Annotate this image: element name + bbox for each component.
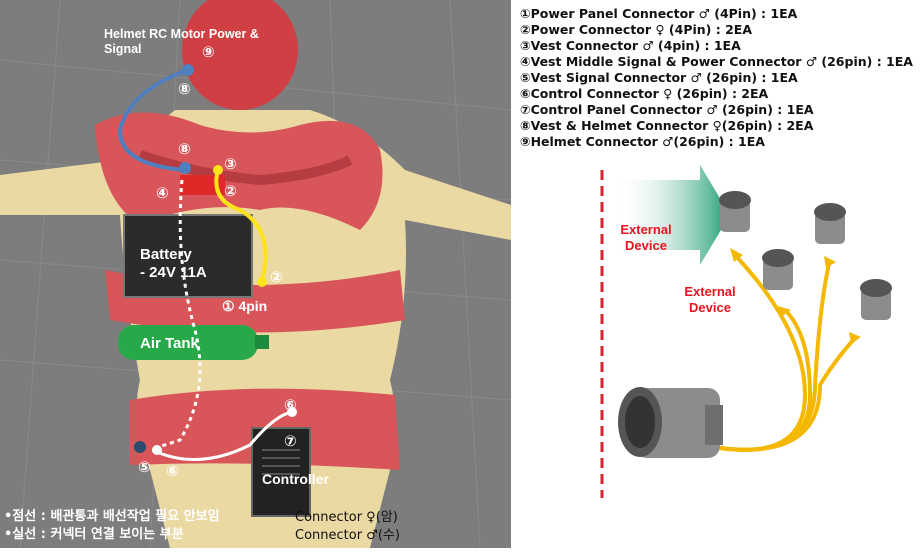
marker-3: ③ (224, 155, 237, 173)
legend-item-4: ④Vest Middle Signal & Power Connector ♂ … (520, 54, 913, 69)
pin-label: ① 4pin (222, 298, 268, 314)
note-dotted: •점선 : 배관통과 배선작업 필요 안보임 (4, 509, 220, 524)
external-device-svg (600, 165, 892, 498)
cable-bundle (719, 253, 857, 452)
controller-box (251, 427, 311, 517)
legend-item-8: ⑧Vest & Helmet Connector ♀(26pin) : 2EA (520, 118, 814, 133)
external-device-label-2: External Device (684, 284, 736, 315)
legend-item-6: ⑥Control Connector ♀ (26pin) : 2EA (520, 86, 769, 101)
connector-6-dot (152, 445, 162, 455)
connector-2-dot (257, 277, 267, 287)
marker-8b: ⑧ (178, 140, 191, 158)
controller-label: Controller (262, 471, 329, 487)
marker-9: ⑨ (202, 43, 215, 61)
marker-6b: ⑥ (166, 462, 179, 480)
white-cable (156, 410, 293, 462)
vest-illustration: Helmet RC Motor Power & Signal ⑨ ⑧ ⑧ ④ ③… (0, 0, 511, 548)
dotted-cable (154, 179, 202, 450)
legend-item-7: ⑦Control Panel Connector ♂ (26pin) : 1EA (520, 102, 814, 117)
marker-2a: ② (224, 182, 237, 200)
connector-female-label: Connector ♀(암) (295, 510, 398, 525)
legend-item-2: ②Power Connector ♀ (4Pin) : 2EA (520, 22, 752, 37)
connector-8-dot (179, 162, 191, 174)
marker-5: ⑤ (138, 458, 151, 476)
vest-scene (0, 0, 511, 548)
legend-item-3: ③Vest Connector ♂ (4pin) : 1EA (520, 38, 741, 53)
battery-label-2: - 24V 11A (140, 264, 207, 281)
connector-male-label: Connector ♂(수) (295, 528, 400, 543)
mesh-panel (180, 175, 225, 195)
marker-6a: ⑥ (284, 396, 297, 414)
marker-2b: ② (270, 268, 283, 286)
helmet-label: Helmet RC Motor Power & Signal (104, 27, 259, 56)
input-arrow (615, 165, 730, 265)
marker-4: ④ (156, 184, 169, 202)
connector-6b-dot (287, 407, 297, 417)
legend-item-5: ⑤Vest Signal Connector ♂ (26pin) : 1EA (520, 70, 798, 85)
connector-5-dot (134, 441, 146, 453)
helmet (182, 0, 298, 110)
legend-item-9: ⑨Helmet Connector ♂(26pin) : 1EA (520, 134, 765, 149)
marker-7: ⑦ (284, 432, 297, 450)
connector-legend: ①Power Panel Connector ♂ (4Pin) : 1EA ②P… (520, 6, 920, 150)
battery-box (123, 214, 253, 298)
battery-label-1: Battery (140, 246, 192, 263)
yellow-cable (214, 169, 268, 281)
vest-collar (95, 112, 383, 230)
connector-icons (719, 191, 892, 320)
external-device-diagram: External Device External Device (515, 160, 924, 548)
main-connector-icon (618, 387, 723, 458)
air-tank-valve (255, 335, 269, 349)
air-tank-label: Air Tank (140, 335, 199, 352)
legend-item-1: ①Power Panel Connector ♂ (4Pin) : 1EA (520, 6, 798, 21)
marker-8a: ⑧ (178, 80, 191, 98)
connector-3-dot (213, 165, 223, 175)
connector-9-dot (182, 64, 194, 76)
blue-cable (117, 68, 189, 172)
external-device-label-1: External Device (620, 222, 672, 253)
note-solid: •실선 : 커넥터 연결 보이는 부분 (4, 527, 184, 542)
air-tank (118, 325, 258, 360)
vest-inner (138, 150, 353, 186)
